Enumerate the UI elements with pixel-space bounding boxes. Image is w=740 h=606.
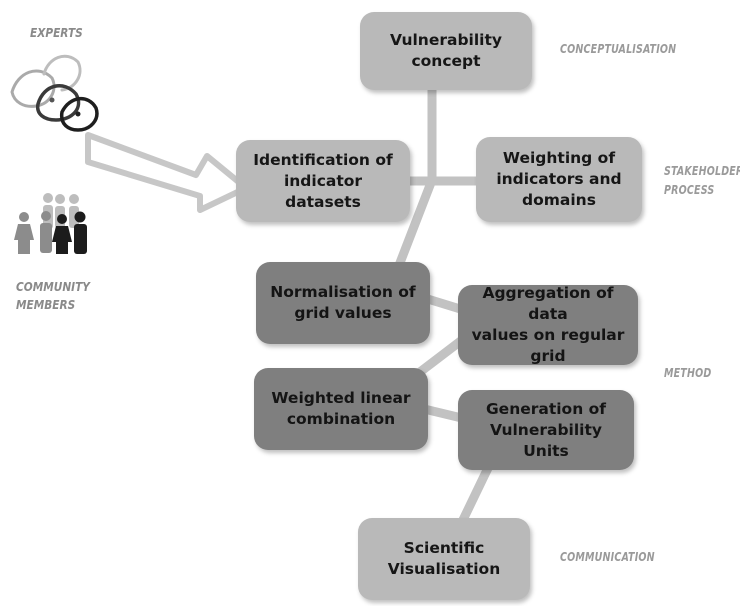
stage-stakeholder-line2: PROCESS bbox=[664, 183, 715, 197]
stage-stakeholder-process: STAKEHOLDER PROCESS bbox=[664, 162, 740, 200]
box-weighting-of-indicators: Weighting of indicators and domains bbox=[476, 137, 642, 222]
arrow-icon bbox=[85, 132, 249, 213]
box-generation-of-vulnerability-units: Generation of Vulnerability Units bbox=[458, 390, 634, 470]
box-normalisation-of-grid-values: Normalisation of grid values bbox=[256, 262, 430, 344]
stage-communication: COMMUNICATION bbox=[560, 550, 655, 564]
community-members-icon bbox=[14, 193, 87, 254]
box-vulnerability-concept: Vulnerability concept bbox=[360, 12, 532, 90]
connector-aggregation-weighted bbox=[415, 335, 467, 377]
connector-trunk-normalisation bbox=[393, 175, 437, 273]
box-scientific-visualisation: Scientific Visualisation bbox=[358, 518, 530, 600]
box-identification-of-indicator-datasets: Identification of indicator datasets bbox=[236, 140, 410, 222]
stage-method: METHOD bbox=[664, 366, 712, 380]
stage-stakeholder-line1: STAKEHOLDER bbox=[664, 164, 740, 178]
experts-label: EXPERTS bbox=[30, 26, 83, 40]
stage-conceptualisation: CONCEPTUALISATION bbox=[560, 42, 677, 56]
connector-generation-visualisation bbox=[457, 463, 493, 527]
community-label-line1: COMMUNITY bbox=[16, 280, 90, 294]
community-members-label: COMMUNITY MEMBERS bbox=[16, 278, 90, 314]
box-aggregation-of-data-values: Aggregation of data values on regular gr… bbox=[458, 284, 638, 365]
box-weighted-linear-combination: Weighted linear combination bbox=[254, 368, 428, 450]
community-label-line2: MEMBERS bbox=[16, 298, 76, 312]
experts-icon bbox=[10, 54, 99, 132]
